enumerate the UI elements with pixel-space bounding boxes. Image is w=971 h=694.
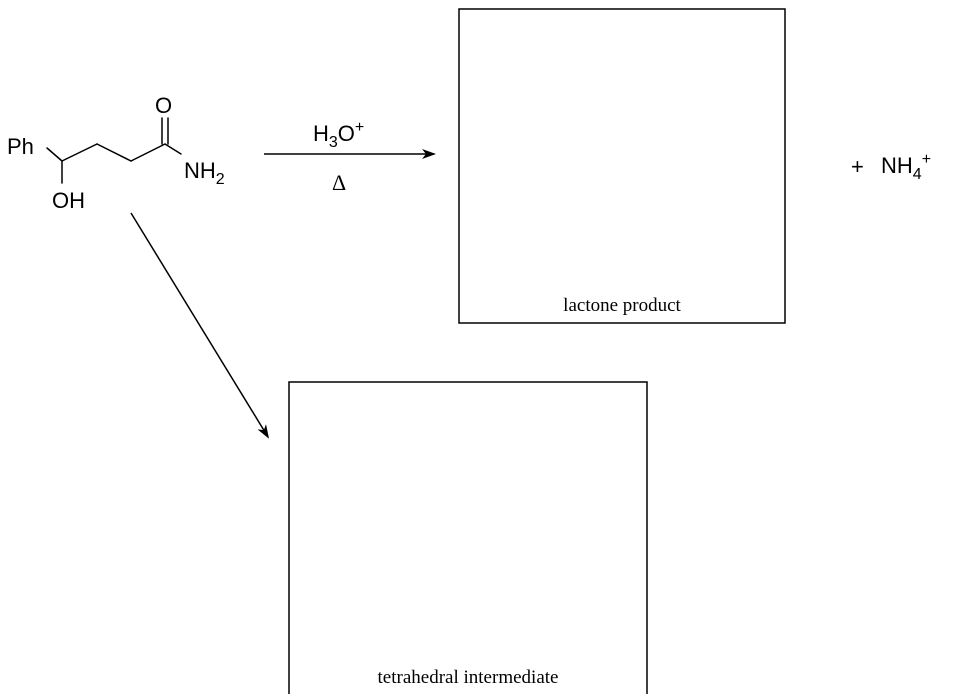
bond-c3-c2 bbox=[96, 143, 132, 162]
tetrahedral-intermediate-box[interactable] bbox=[288, 381, 648, 694]
acid-charge: + bbox=[355, 119, 364, 136]
heat-label: Δ bbox=[332, 170, 346, 195]
plus-sign: + bbox=[851, 154, 864, 179]
reactant-molecule: Ph OH O NH2 bbox=[7, 93, 225, 213]
lactone-product-box-group[interactable]: lactone product bbox=[458, 8, 786, 324]
bond-c4-c3 bbox=[61, 143, 98, 162]
lactone-product-label: lactone product bbox=[563, 295, 681, 316]
intermediate-arrow bbox=[130, 212, 270, 439]
bond-ph-c4 bbox=[46, 147, 63, 162]
ammonium-subscript: 4 bbox=[913, 166, 922, 183]
lactone-product-box[interactable] bbox=[458, 8, 786, 324]
acid-reagent-label: H3O+ bbox=[313, 119, 364, 151]
acid-tail: O bbox=[338, 121, 355, 146]
bond-c1-n bbox=[164, 143, 182, 155]
acid-main: H bbox=[313, 121, 329, 146]
ammonium-charge: + bbox=[922, 151, 931, 168]
bond-c2-c1 bbox=[130, 143, 166, 162]
reaction-arrow-group: H3O+ Δ bbox=[264, 119, 436, 195]
amine-label: NH2 bbox=[184, 158, 225, 188]
amine-subscript: 2 bbox=[216, 171, 225, 188]
byproduct-group: + NH4+ bbox=[851, 151, 931, 183]
ammonium-main: NH bbox=[881, 153, 913, 178]
carbonyl-oxygen-label: O bbox=[155, 93, 172, 118]
ammonium-label: NH4+ bbox=[881, 151, 931, 183]
acid-subscript: 3 bbox=[329, 134, 338, 151]
amine-main: NH bbox=[184, 158, 216, 183]
tetrahedral-intermediate-label: tetrahedral intermediate bbox=[378, 667, 559, 688]
hydroxyl-label: OH bbox=[52, 188, 85, 213]
tetrahedral-intermediate-box-group[interactable]: tetrahedral intermediate bbox=[288, 381, 648, 694]
phenyl-label: Ph bbox=[7, 134, 34, 159]
